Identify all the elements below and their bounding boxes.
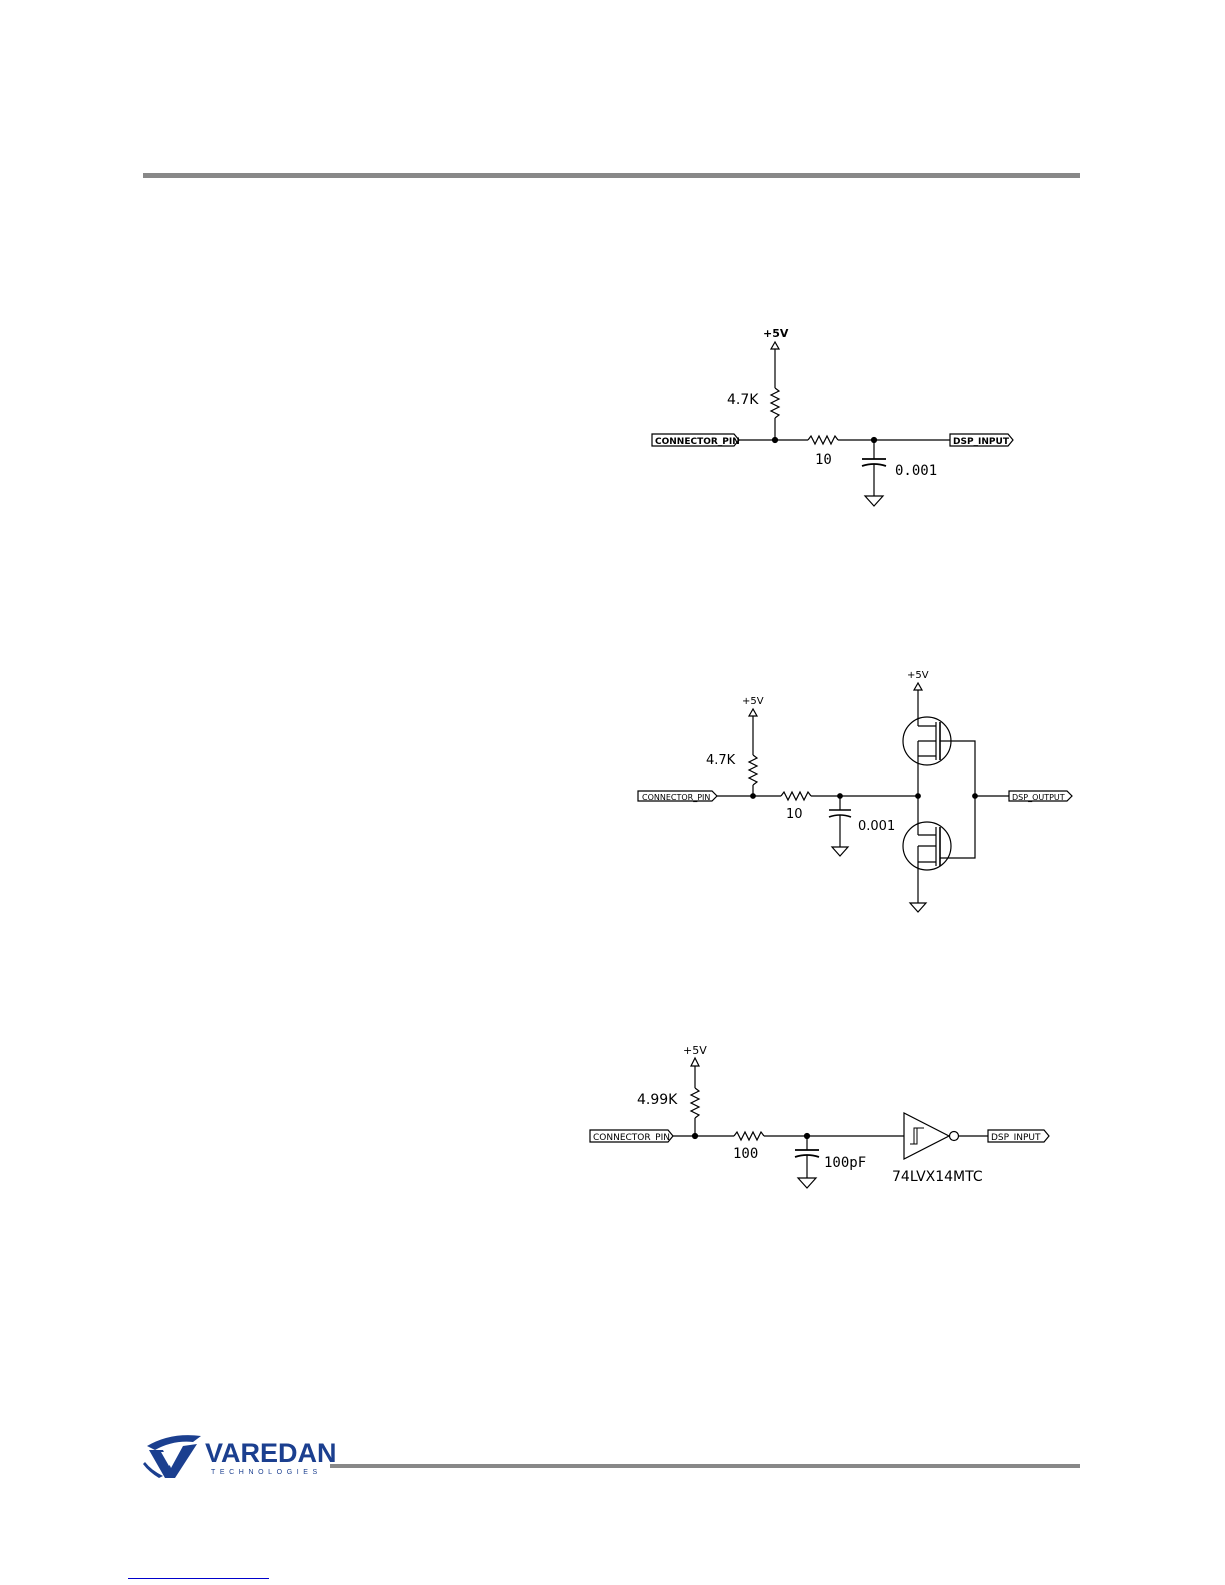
- cap-value: 100pF: [824, 1155, 866, 1171]
- pullup-value: 4.7K: [727, 392, 759, 408]
- junction-dot: [916, 794, 921, 799]
- supply-arrow-icon: [691, 1058, 699, 1066]
- logo-tagline: TECHNOLOGIES: [211, 1469, 322, 1476]
- supply-arrow-icon: [749, 709, 757, 716]
- ground-icon: [798, 1178, 816, 1188]
- supply-arrow-icon: [914, 683, 922, 690]
- supply-label: +5V: [742, 696, 764, 707]
- port-in-label: CONNECTOR_PIN: [593, 1133, 670, 1143]
- pullup-value: 4.99K: [637, 1092, 678, 1108]
- cap-value: 0.001: [895, 463, 937, 479]
- varedan-logo: VAREDAN TECHNOLOGIES: [141, 1432, 341, 1482]
- series-resistor: [808, 436, 838, 444]
- v-swoosh-logo-icon: [141, 1432, 205, 1482]
- junction-dot: [751, 794, 756, 799]
- supply-arrow-icon: [771, 342, 779, 349]
- cap-value: 0.001: [858, 819, 895, 834]
- supply-label: +5V: [907, 670, 929, 681]
- ground-icon: [910, 903, 926, 912]
- footer-rule: [330, 1464, 1080, 1468]
- schematic-3: +5V 4.99K CONNECTOR_PIN 100 100pF 74LVX1…: [590, 1044, 1049, 1188]
- port-in-label: CONNECTOR_PIN: [642, 793, 710, 802]
- pullup-resistor: [691, 1088, 699, 1118]
- series-resistor: [781, 792, 811, 800]
- series-r-value: 10: [815, 452, 832, 468]
- logo-brand-text: VAREDAN: [205, 1438, 337, 1469]
- footer-link-underline: [128, 1578, 269, 1579]
- port-out-label: DSP_INPUT: [991, 1133, 1041, 1143]
- ground-icon: [832, 847, 848, 856]
- junction-dot: [773, 438, 778, 443]
- pullup-resistor: [749, 755, 757, 785]
- pullup-value: 4.7K: [706, 753, 736, 768]
- pullup-resistor: [771, 388, 779, 418]
- port-out-label: DSP_INPUT: [953, 437, 1010, 447]
- inversion-bubble: [950, 1132, 959, 1141]
- supply-label: +5V: [683, 1044, 707, 1057]
- port-out-label: DSP_OUTPUT: [1012, 793, 1065, 802]
- gate-part-number: 74LVX14MTC: [892, 1169, 983, 1185]
- supply-label: +5V: [763, 327, 789, 340]
- junction-dot: [693, 1134, 698, 1139]
- schematic-1: +5V 4.7K CONNECTOR_PIN 10 0.001 DSP_INPU…: [652, 327, 1013, 506]
- schmitt-symbol-icon: [910, 1128, 924, 1144]
- series-r-value: 10: [786, 807, 803, 822]
- series-resistor: [734, 1132, 764, 1140]
- series-r-value: 100: [733, 1146, 758, 1162]
- ground-icon: [865, 496, 883, 506]
- schematic-2: +5V 4.7K CONNECTOR_PIN 10 0.001 +5V: [638, 670, 1072, 912]
- port-in-label: CONNECTOR_PIN: [655, 437, 740, 447]
- schmitt-inverter-icon: [904, 1113, 949, 1159]
